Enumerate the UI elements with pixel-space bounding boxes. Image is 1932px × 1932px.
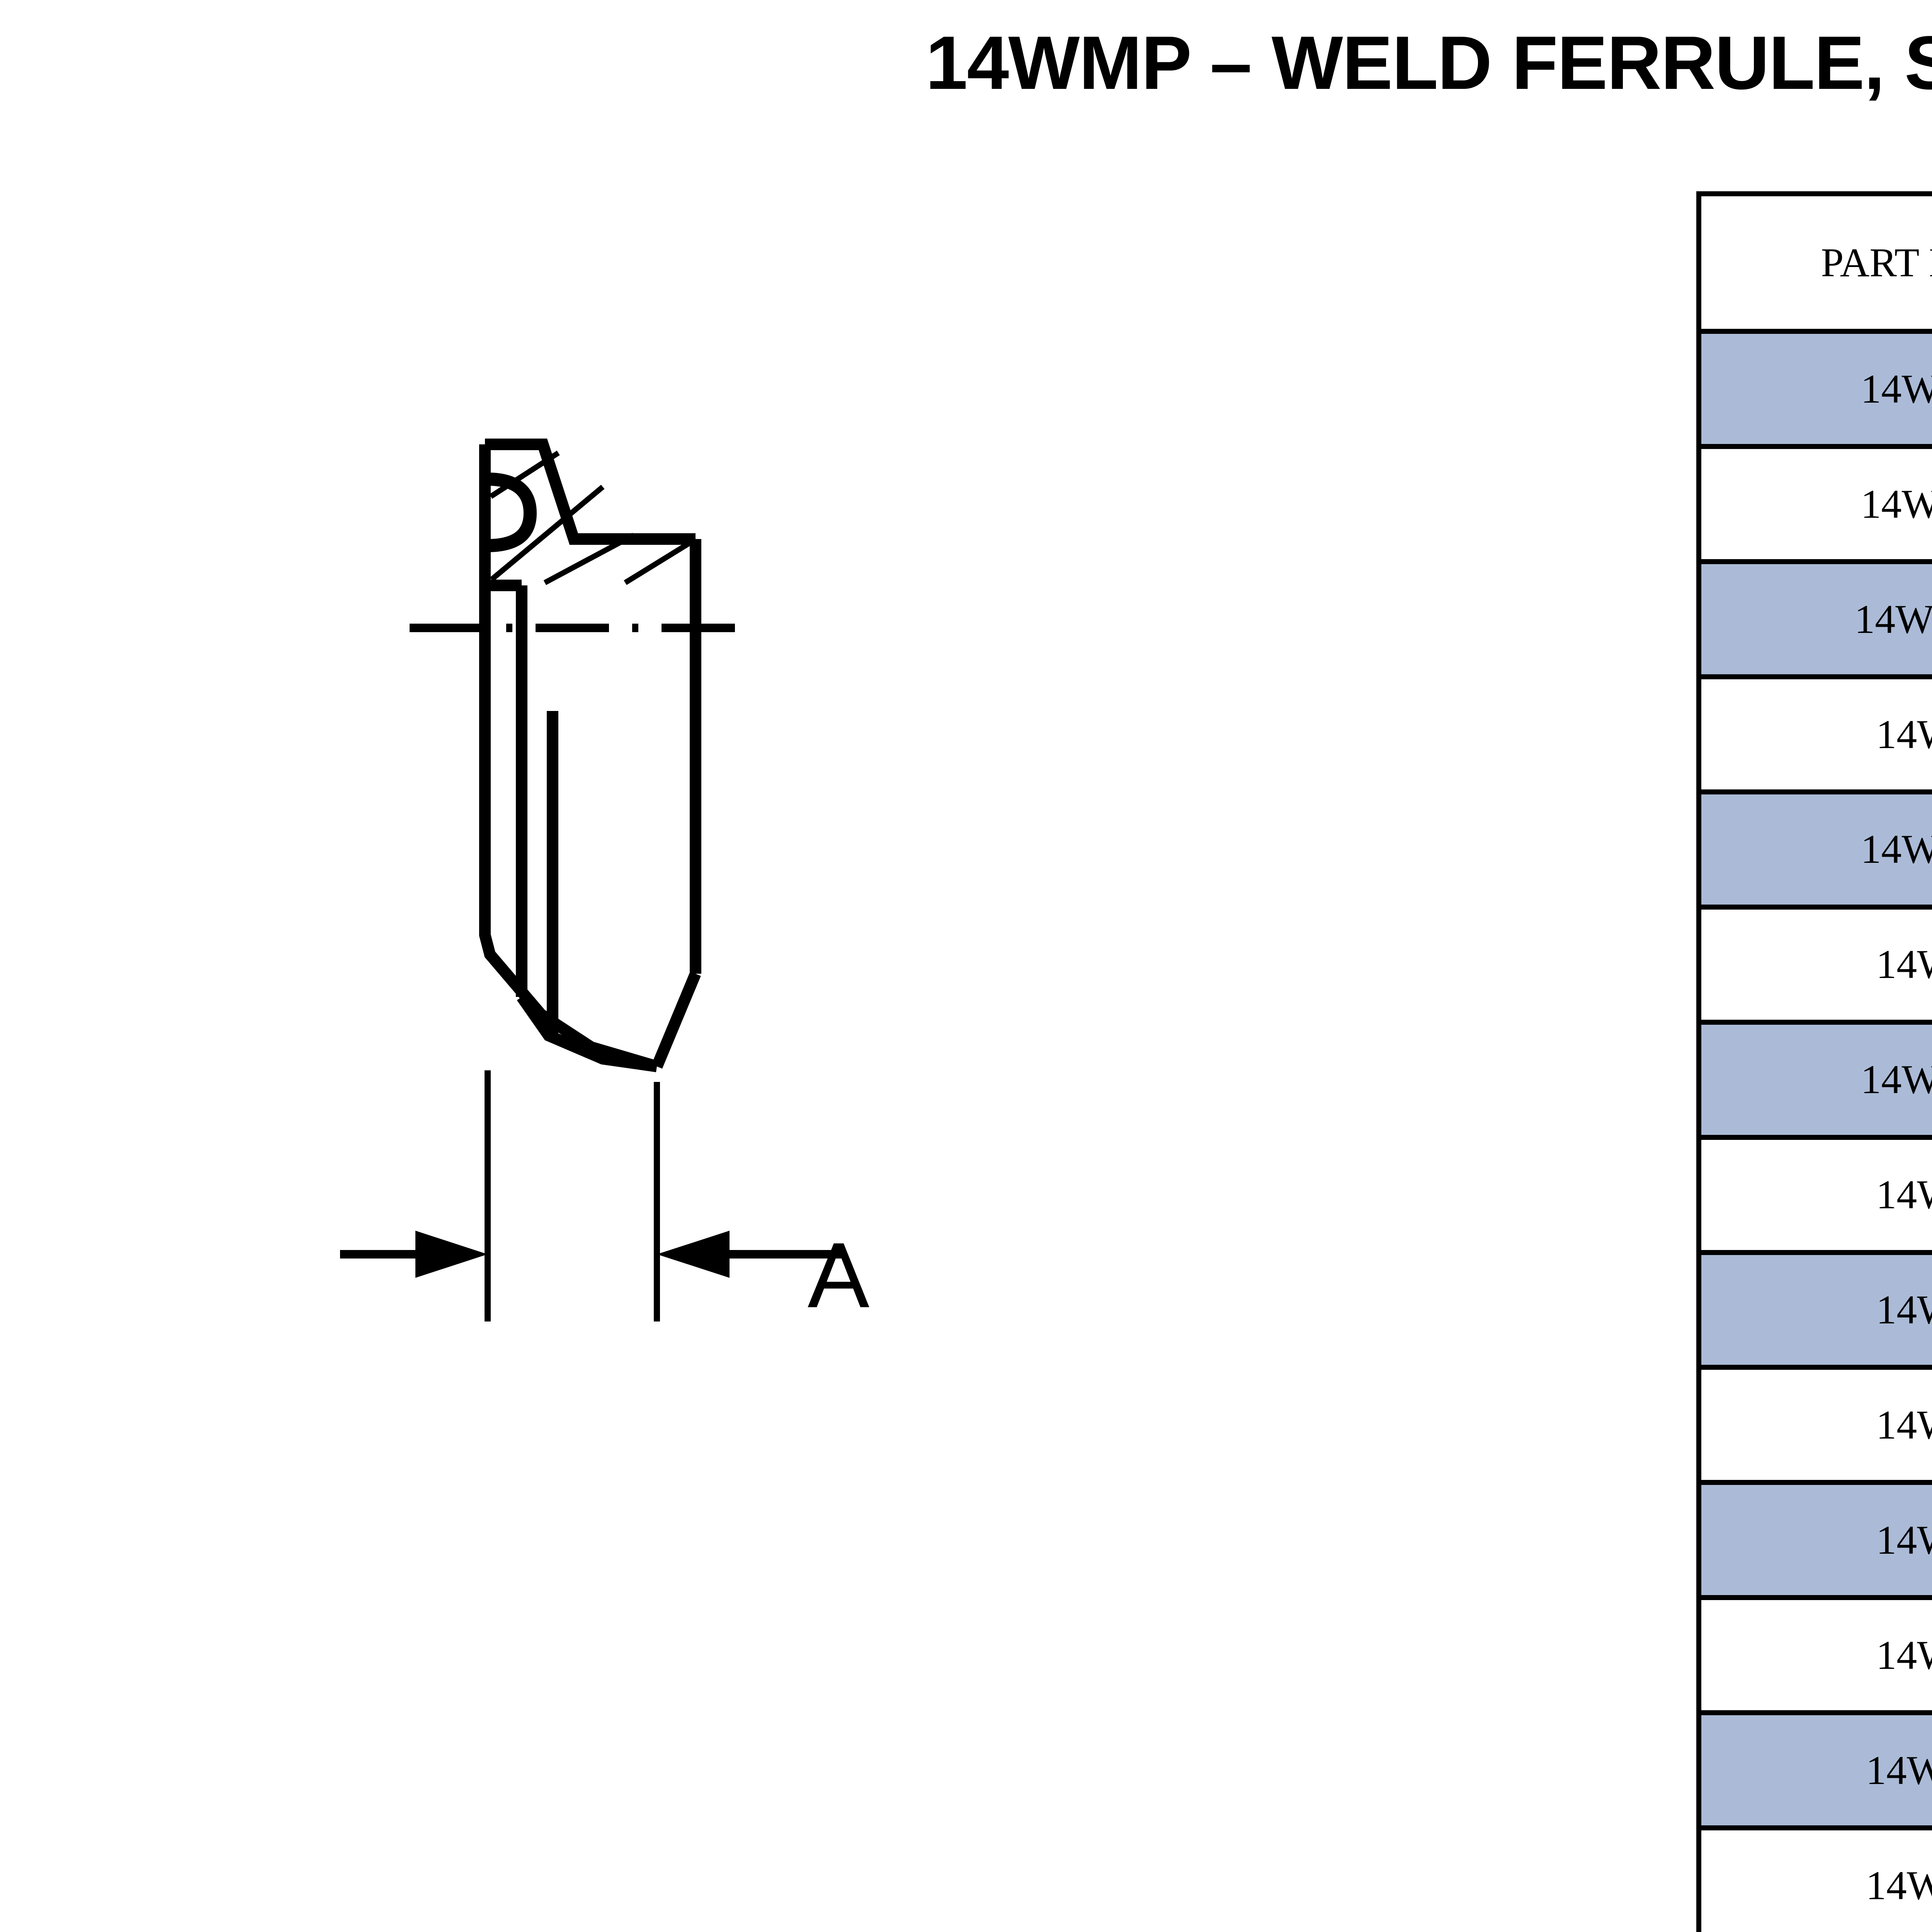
cell-part-number: 14WMP-10 — [1696, 1710, 1932, 1831]
cell-part-number: 14WMP-1-A — [1696, 559, 1932, 680]
cell-part-number: 14WMP-1 — [1696, 674, 1932, 794]
spec-table-container: PART NUMBER SIZE (inches) A (inches) 14W… — [1696, 191, 1932, 1932]
table-header: PART NUMBER SIZE (inches) A (inches) — [1696, 191, 1932, 334]
table-body: 14WMP-.501/2.50014WMP-.753/4.50014WMP-1-… — [1696, 329, 1932, 1932]
dimension-label-a: A — [808, 1223, 870, 1327]
table-row: 14WMP-12121.000 — [1696, 1825, 1932, 1932]
cell-part-number: 14WMP-.50 — [1696, 329, 1932, 449]
cell-part-number: 14WMP-3 — [1696, 1134, 1932, 1255]
bore-lines — [479, 711, 701, 1036]
table-row: 14WMP-2.52-1/2.500 — [1696, 1019, 1932, 1140]
page-title: 14WMP – WELD FERRULE, SHORT — [925, 20, 1932, 105]
dimension-arrows — [340, 1231, 844, 1278]
table-row: 14WMP-.501/2.500 — [1696, 329, 1932, 449]
cell-part-number: 14WMP-4 — [1696, 1250, 1932, 1370]
cell-part-number: 14WMP-1.5 — [1696, 789, 1932, 910]
groove-notch-icon — [490, 473, 537, 552]
dimension-extension-lines — [485, 1070, 660, 1321]
part-spec-table: PART NUMBER SIZE (inches) A (inches) 14W… — [1696, 191, 1932, 1932]
ferrule-cross-section-svg — [340, 439, 844, 1321]
cell-part-number: 14WMP-8 — [1696, 1595, 1932, 1716]
cell-part-number: 14WMP-2.5 — [1696, 1019, 1932, 1140]
table-row: 14WMP-66.750 — [1696, 1480, 1932, 1600]
table-row: 14WMP-11.500 — [1696, 674, 1932, 794]
cell-part-number: 14WMP-12 — [1696, 1825, 1932, 1932]
table-row: 14WMP-.753/4.500 — [1696, 444, 1932, 565]
cell-part-number: 14WMP-5 — [1696, 1365, 1932, 1485]
table-row: 14WMP-1.51-1/2.500 — [1696, 789, 1932, 910]
cell-part-number: 14WMP-.75 — [1696, 444, 1932, 565]
table-row: 14WMP-1-A1 (TYPE A).500 — [1696, 559, 1932, 680]
section-hatching — [489, 451, 693, 585]
table-row: 14WMP-33.500 — [1696, 1134, 1932, 1255]
cell-part-number: 14WMP-2 — [1696, 904, 1932, 1025]
table-row: 14WMP-44.625 — [1696, 1250, 1932, 1370]
column-header-part-number: PART NUMBER — [1696, 191, 1932, 334]
table-header-row: PART NUMBER SIZE (inches) A (inches) — [1696, 191, 1932, 334]
cell-part-number: 14WMP-6 — [1696, 1480, 1932, 1600]
table-row: 14WMP-22.500 — [1696, 904, 1932, 1025]
table-row: 14WMP-88.875 — [1696, 1595, 1932, 1716]
table-row: 14WMP-1010.875 — [1696, 1710, 1932, 1831]
technical-drawing: A — [0, 147, 1681, 1383]
table-row: 14WMP-55.750 — [1696, 1365, 1932, 1485]
